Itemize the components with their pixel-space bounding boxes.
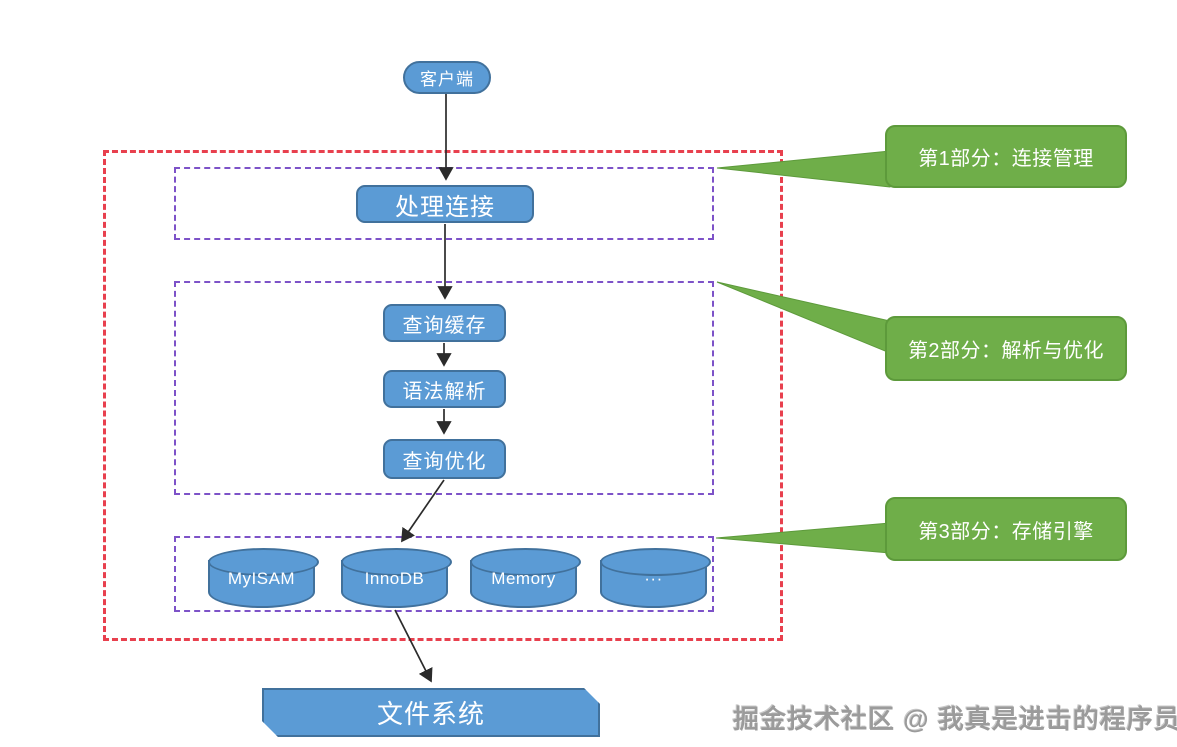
callout-part3-storage-engine: 第3部分：存储引擎	[885, 497, 1127, 561]
callout-pointer-part3	[715, 522, 891, 554]
engine-label-innodb: InnoDB	[364, 569, 425, 588]
engine-label-myisam: MyISAM	[227, 569, 296, 588]
callout-pointer-part1	[716, 150, 891, 188]
query-cache-label: 查询缓存	[402, 314, 487, 337]
engine-cylinder-innodb: InnoDB	[341, 548, 452, 608]
parser-label: 语法解析	[402, 380, 487, 403]
region-storage-engines	[174, 536, 714, 612]
file-system-node: 文件系统	[262, 688, 600, 737]
handle-connection-node: 处理连接	[356, 185, 534, 223]
callout-part1-label: 第1部分：连接管理	[918, 148, 1094, 170]
callout-part3-label: 第3部分：存储引擎	[918, 520, 1094, 543]
arrow-innodb-to-file-system	[394, 609, 433, 683]
callout-part1-connection-management: 第1部分：连接管理	[885, 125, 1127, 188]
engine-cylinder-others: ···	[600, 548, 711, 608]
arrow-optimizer-to-innodb	[401, 479, 445, 543]
region-parse-and-optimize	[174, 281, 714, 495]
callout-part2-label: 第2部分：解析与优化	[907, 340, 1105, 362]
callout-pointer-part2	[716, 281, 891, 354]
query-cache-node: 查询缓存	[383, 304, 506, 342]
watermark: 掘金技术社区 @ 我真是进击的程序员	[733, 704, 1177, 734]
engine-cylinder-myisam: MyISAM	[208, 548, 319, 608]
engine-cylinder-memory: Memory	[470, 548, 581, 608]
client-node: 客户端	[403, 61, 491, 94]
callout-part2-parse-optimize: 第2部分：解析与优化	[885, 316, 1127, 381]
engine-label-others: ···	[644, 569, 663, 588]
region-mysql-server	[103, 150, 783, 641]
parser-node: 语法解析	[383, 370, 506, 408]
file-system-label: 文件系统	[376, 699, 485, 729]
optimizer-label: 查询优化	[402, 450, 487, 473]
handle-connection-label: 处理连接	[395, 193, 495, 221]
optimizer-node: 查询优化	[383, 439, 506, 479]
client-label: 客户端	[420, 70, 474, 89]
engine-label-memory: Memory	[491, 569, 556, 588]
